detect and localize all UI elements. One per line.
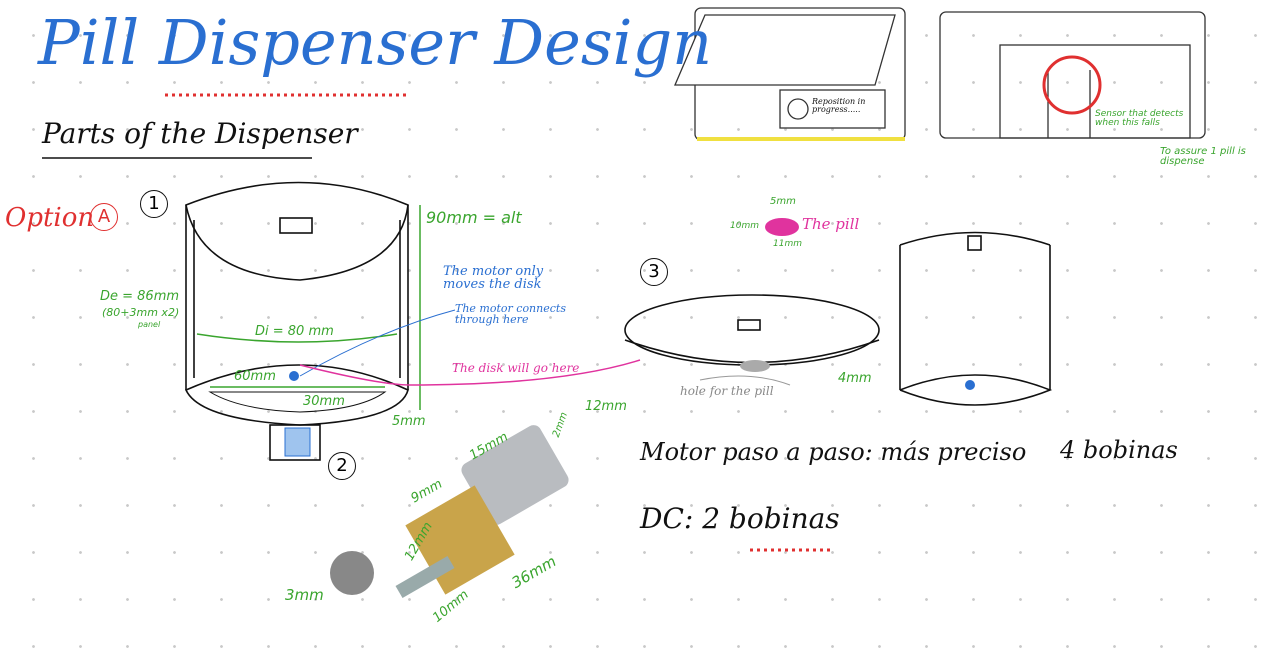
outer-note-label: panel xyxy=(138,320,161,329)
option-letter: A xyxy=(90,203,118,231)
height-label: 90mm = alt xyxy=(426,208,522,227)
container-drawing xyxy=(184,181,409,461)
motor-image xyxy=(395,425,569,599)
page-subtitle: Parts of the Dispenser xyxy=(42,117,358,150)
motor-slot xyxy=(284,427,311,457)
concept-sketch-2 xyxy=(939,11,1206,139)
screen-text: Reposition in progress..... xyxy=(812,97,866,114)
part-number-3: 3 xyxy=(640,258,668,286)
pill-label: The pill xyxy=(802,215,860,233)
shaft-section xyxy=(330,551,374,595)
inner-diameter-label: Di = 80 mm xyxy=(255,324,334,339)
pill-shape xyxy=(765,218,799,236)
disk-here-note: The disk will go here xyxy=(452,361,580,375)
hole-note: hole for the pill xyxy=(680,384,774,398)
outer-formula-label: (80+3mm x2) xyxy=(102,306,180,319)
dc-note: DC: 2 bobinas xyxy=(640,502,840,535)
sensor-note: Sensor that detects when this falls xyxy=(1095,109,1184,128)
opening-depth-label: 30mm xyxy=(303,394,345,409)
base-label: 5mm xyxy=(392,414,426,429)
disk-drawing xyxy=(624,294,880,366)
pill-height-label: 10mm xyxy=(730,221,759,231)
stepper-coils-note: 4 bobinas xyxy=(1060,436,1178,464)
option-label: Option xyxy=(5,203,95,233)
stepper-note: Motor paso a paso: más preciso xyxy=(640,438,1027,466)
cylinder-drawing xyxy=(899,231,1053,406)
opening-width-label: 60mm xyxy=(234,369,276,384)
motor-dim: 3mm xyxy=(285,586,324,604)
assure-note: To assure 1 pill is dispense xyxy=(1160,146,1246,167)
disk-thickness-label: 4mm xyxy=(838,371,872,386)
pill-length-label: 11mm xyxy=(773,239,802,249)
motor-moves-note: The motor only moves the disk xyxy=(443,264,544,292)
outer-diameter-label: De = 86mm xyxy=(100,289,180,304)
motor-dim: 12mm xyxy=(585,399,627,414)
pill-width-label: 5mm xyxy=(770,196,796,207)
page-title: Pill Dispenser Design xyxy=(38,6,713,79)
part-number-1: 1 xyxy=(140,190,168,218)
motor-connects-note: The motor connects through here xyxy=(455,302,566,326)
part-number-2: 2 xyxy=(328,452,356,480)
